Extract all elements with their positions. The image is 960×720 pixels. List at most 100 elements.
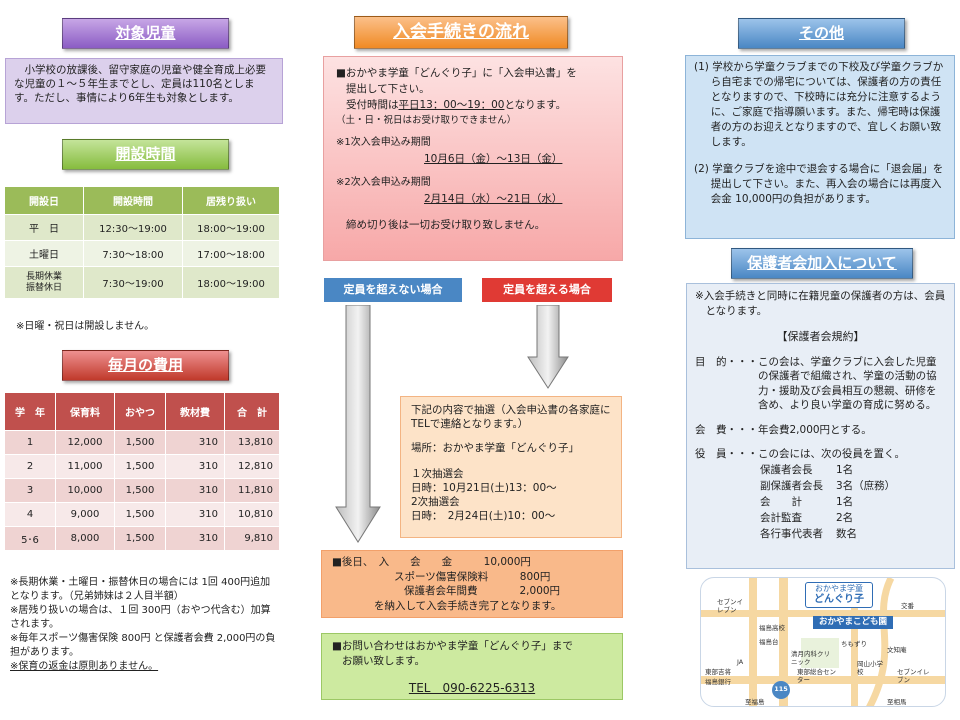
hours-extra: 18:00～19:00 bbox=[182, 214, 280, 241]
fee-col-snack: おやつ bbox=[114, 392, 166, 431]
map-label: 福島銀行 bbox=[705, 678, 731, 686]
fee-cell: 1 bbox=[4, 430, 56, 455]
map-label: 東部吉将 bbox=[705, 668, 731, 676]
fee-cell: 2 bbox=[4, 454, 56, 479]
officers-label: 役 員・・・ bbox=[695, 448, 758, 460]
fee-cell: 310 bbox=[165, 502, 225, 527]
fee-cell: 13,810 bbox=[224, 430, 280, 455]
first-period: 10月6日（金）～13日（金） bbox=[336, 151, 610, 167]
apply-hours-pre: 受付時間は bbox=[346, 99, 399, 111]
hours-table: 開設日 開設時間 居残り扱い 平 日 12:30～19:00 18:00～19:… bbox=[4, 186, 280, 299]
map-label: ちもずり bbox=[841, 640, 867, 648]
target-title: 対象児童 bbox=[115, 24, 176, 42]
map-label: 交番 bbox=[901, 602, 914, 610]
fee-note: ※毎年スポーツ傷害保険 800円 と保護者会費 2,000円の負担があります。 bbox=[10, 633, 276, 658]
down-arrow-short-icon bbox=[527, 305, 569, 389]
lottery-first-title: １次抽選会 bbox=[411, 468, 464, 480]
map-label: JA bbox=[737, 658, 744, 666]
hours-col-extra: 居残り扱い bbox=[182, 186, 280, 215]
contact-line: ■お問い合わせはおかやま学童「どんぐり子」まで bbox=[332, 640, 573, 652]
fee-cell: 1,500 bbox=[114, 502, 166, 527]
dues-label: 会 費・・・ bbox=[695, 423, 758, 436]
lottery-place: 場所：おかやま学童「どんぐり子」 bbox=[411, 442, 579, 454]
map-roads bbox=[701, 578, 945, 706]
parents-header: 保護者会加入について bbox=[731, 248, 913, 279]
hours-extra: 18:00～19:00 bbox=[182, 266, 280, 299]
lottery-second-title: 2次抽選会 bbox=[411, 496, 460, 508]
hours-col-day: 開設日 bbox=[4, 186, 84, 215]
fee-cell: 3 bbox=[4, 478, 56, 503]
fee-note: ※長期休業・土曜日・振替休日の場合には 1回 400円追加となります。（兄弟姉妹… bbox=[10, 577, 271, 602]
map-school-badge: おかやま学童 どんぐり子 bbox=[805, 582, 873, 608]
hours-day: 長期休業 振替休日 bbox=[4, 266, 84, 299]
fee-cell: 1,500 bbox=[114, 454, 166, 479]
fee-col-care: 保育料 bbox=[55, 392, 115, 431]
fee-cell: 12,000 bbox=[55, 430, 115, 455]
map-label: 清月内科クリニック bbox=[791, 650, 830, 666]
payment-box: ■後日、 入 会 金 10,000円 スポーツ傷害保険料 800円 保護者会年間… bbox=[321, 550, 623, 618]
contact-tel: TEL 090-6225-6313 bbox=[408, 681, 536, 695]
other-item: (2) 学童クラブを途中で退会する場合に「退会届」を提出して下さい。また、再入会… bbox=[694, 163, 944, 205]
fee-notes: ※長期休業・土曜日・振替休日の場合には 1回 400円追加となります。（兄弟姉妹… bbox=[10, 576, 278, 674]
fee-cell: 5･6 bbox=[4, 526, 56, 551]
target-header: 対象児童 bbox=[62, 18, 229, 49]
fee-cell: 310 bbox=[165, 430, 225, 455]
other-title: その他 bbox=[798, 24, 844, 42]
officer-role: 各行事代表者 bbox=[760, 527, 823, 540]
access-map: おかやま学童 どんぐり子 おかやまこども園 セブンイレブン 福島高校 交番 福島… bbox=[700, 577, 946, 707]
officer-role: 副保護者会長 bbox=[760, 479, 823, 492]
target-box: 小学校の放課後、留守家庭の児童や健全育成上必要な児童の１～５年生までとし、定員は… bbox=[5, 58, 283, 124]
dues-text: 年会費2,000円とする。 bbox=[758, 423, 872, 436]
hours-note: ※日曜・祝日は開設しません。 bbox=[16, 321, 155, 332]
map-label: 福島台 bbox=[759, 638, 779, 646]
hours-extra: 17:00～18:00 bbox=[182, 240, 280, 267]
apply-line: 提出して下さい。 bbox=[346, 83, 430, 95]
fee-cell: 10,810 bbox=[224, 502, 280, 527]
fee-cell: 8,000 bbox=[55, 526, 115, 551]
lottery-line: 下記の内容で抽選（入会申込書の各家庭にTELで連絡となります。） bbox=[411, 404, 611, 430]
first-period-label: ※1次入会申込み期間 bbox=[336, 137, 431, 148]
apply-note: （土・日・祝日はお受け取りできません） bbox=[336, 115, 517, 126]
hours-time: 7:30～19:00 bbox=[83, 266, 183, 299]
map-label: 岡山小学校 bbox=[857, 660, 883, 676]
map-label: 至福島 bbox=[745, 698, 765, 706]
second-period-label: ※2次入会申込み期間 bbox=[336, 177, 431, 188]
apply-line: ■おかやま学童「どんぐり子」に「入会申込書」を bbox=[336, 67, 577, 79]
fee-cell: 11,810 bbox=[224, 478, 280, 503]
fee-cell: 9,810 bbox=[224, 526, 280, 551]
apply-hours-post: となります。 bbox=[504, 99, 567, 111]
other-header: その他 bbox=[738, 18, 905, 49]
flow-title: 入会手続きの流れ bbox=[393, 22, 529, 42]
apply-hours: 受付時間は平日13：00～19：00となります。 bbox=[336, 97, 610, 113]
officers-text: この会には、次の役員を置く。 bbox=[758, 448, 905, 460]
fee-cell: 11,000 bbox=[55, 454, 115, 479]
apply-hours-time: 平日13：00～19：00 bbox=[398, 99, 505, 111]
officer-count: 2名 bbox=[836, 511, 854, 524]
fee-cell: 4 bbox=[4, 502, 56, 527]
hours-time: 7:30～18:00 bbox=[83, 240, 183, 267]
fee-col-grade: 学 年 bbox=[4, 392, 56, 431]
over-cap-label: 定員を超える場合 bbox=[482, 278, 612, 302]
lottery-second-date: 日時： 2月24日(土)10：00～ bbox=[411, 510, 556, 522]
officer-count: 1名 bbox=[836, 463, 854, 476]
parents-box: ※入会手続きと同時に在籍児童の保護者の方は、会員となります。 【保護者会規約】 … bbox=[686, 283, 955, 569]
officer-role: 保護者会長 bbox=[760, 463, 813, 476]
rules-title: 【保護者会規約】 bbox=[776, 330, 865, 343]
officer-role: 会 計 bbox=[760, 495, 802, 508]
fee-cell: 310 bbox=[165, 526, 225, 551]
fee-header: 毎月の費用 bbox=[62, 350, 229, 381]
payment-line: ■後日、 入 会 金 10,000円 bbox=[332, 556, 531, 568]
hours-title: 開設時間 bbox=[115, 145, 176, 163]
officer-count: 1名 bbox=[836, 495, 854, 508]
officer-count: 数名 bbox=[836, 527, 857, 540]
fee-cell: 1,500 bbox=[114, 478, 166, 503]
map-label: 東部総合センター bbox=[797, 668, 836, 684]
purpose-text: この会は、学童クラブに入会した児童の保護者で組織され、学童の活動の協力・援助及び… bbox=[758, 355, 937, 412]
map-label: 福島高校 bbox=[759, 624, 785, 632]
fee-note: ※保育の返金は原則ありません。 bbox=[10, 661, 159, 672]
second-period: 2月14日（水）～21日（水） bbox=[336, 191, 610, 207]
fee-col-material: 教材費 bbox=[165, 392, 225, 431]
other-box: (1) 学校から学童クラブまでの下校及び学童クラブから自宅までの帰宅については、… bbox=[685, 55, 955, 239]
under-cap-label: 定員を超えない場合 bbox=[324, 278, 462, 302]
flow-header: 入会手続きの流れ bbox=[354, 16, 568, 49]
